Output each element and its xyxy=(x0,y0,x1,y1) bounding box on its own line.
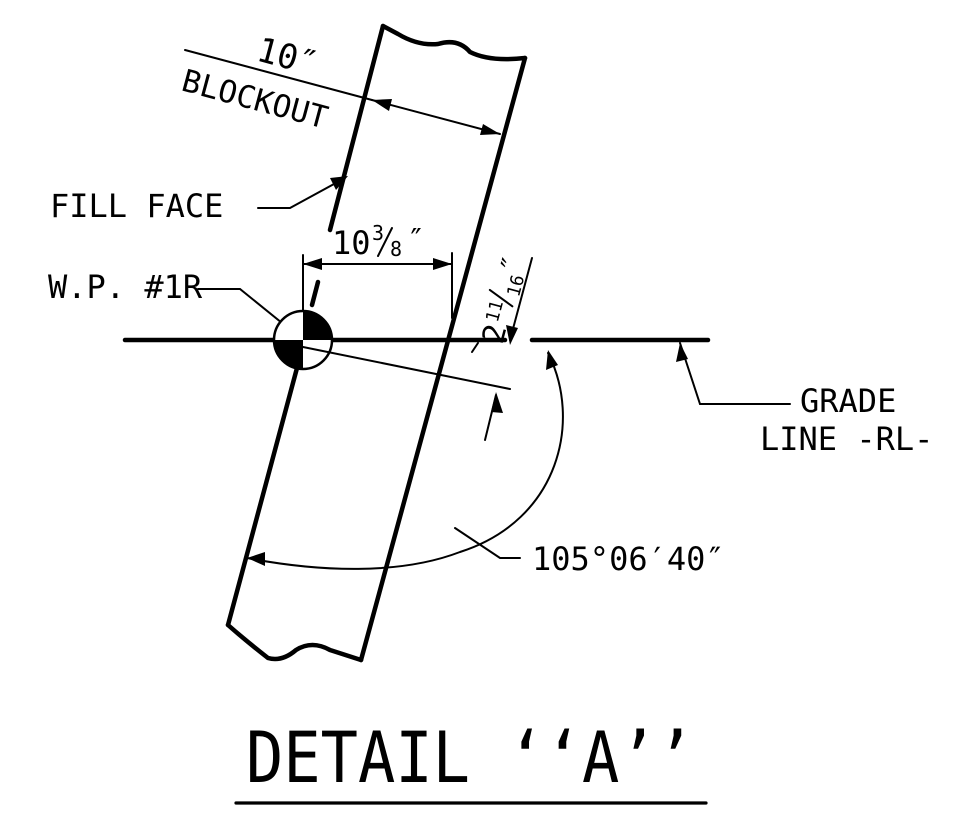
perp-ext-line-wall xyxy=(471,342,479,353)
grade-line-callout: GRADE LINE -RL- xyxy=(676,342,933,458)
perp-dim-whole: 2 xyxy=(476,321,514,348)
quartered-circle-target-icon xyxy=(272,309,334,371)
grade-line-leader xyxy=(679,342,791,405)
blockout-dim-text: 10″ xyxy=(253,30,323,85)
horiz-dim-fraction-bar xyxy=(377,227,393,257)
perp-dim-num: 11 xyxy=(482,298,508,324)
wall-section xyxy=(225,23,528,663)
perp-ext-line-grade xyxy=(302,346,511,390)
fill-face-arrow xyxy=(330,176,348,190)
blockout-arrow-left xyxy=(372,99,392,111)
grade-line-arrow xyxy=(676,343,688,362)
horiz-arrow-left xyxy=(303,258,322,270)
blockout-arrow-right xyxy=(480,124,500,135)
perpendicular-dimension: 2 11 16 ″ xyxy=(302,252,533,441)
wall-left-face-lower xyxy=(225,365,300,628)
perp-dim-fraction-bar xyxy=(488,288,514,308)
angle-label: 105°06′40″ xyxy=(532,540,725,578)
bottom-break-line xyxy=(225,622,364,663)
perp-dim-inch: ″ xyxy=(494,252,530,277)
angle-arrow-top xyxy=(546,350,558,370)
blockout-dimension-line xyxy=(371,99,501,135)
horiz-arrow-right xyxy=(433,258,452,270)
work-point: W.P. #1R xyxy=(48,268,334,371)
fill-face-callout: FILL FACE xyxy=(50,176,348,225)
angle-dimension: 105°06′40″ xyxy=(246,350,725,578)
perp-dim-text: 2 11 16 ″ xyxy=(476,252,530,348)
wall-left-face-wp xyxy=(309,279,321,308)
horiz-dim-den: 8 xyxy=(390,237,402,261)
blockout-dimension: 10″ BLOCKOUT xyxy=(178,30,501,136)
horizontal-dimension: 10 3 8 ″ xyxy=(302,221,453,339)
blockout-leader-line xyxy=(184,49,373,101)
work-point-label: W.P. #1R xyxy=(48,268,203,306)
perp-arrow-bottom xyxy=(491,392,503,413)
horiz-dim-num: 3 xyxy=(372,221,384,245)
angle-arrow-bottom xyxy=(247,552,265,566)
angle-arc xyxy=(246,352,564,570)
fill-face-label: FILL FACE xyxy=(50,187,223,225)
horiz-dim-inch: ″ xyxy=(407,223,425,258)
top-break-line xyxy=(380,23,528,62)
detail-title-group: DETAIL ‘‘A’’ xyxy=(234,717,708,805)
grade-line-label-2: LINE -RL- xyxy=(760,420,933,458)
horiz-dim-whole: 10 xyxy=(332,224,371,262)
grade-line-label-1: GRADE xyxy=(800,382,896,420)
angle-leader xyxy=(454,527,521,559)
detail-title: DETAIL ‘‘A’’ xyxy=(246,717,694,799)
fill-face-leader xyxy=(257,177,346,209)
perp-arrow-top xyxy=(506,325,518,345)
perp-dim-upper-leg xyxy=(509,257,533,341)
wall-left-face-upper xyxy=(327,23,386,233)
wall-right-face xyxy=(358,55,528,663)
